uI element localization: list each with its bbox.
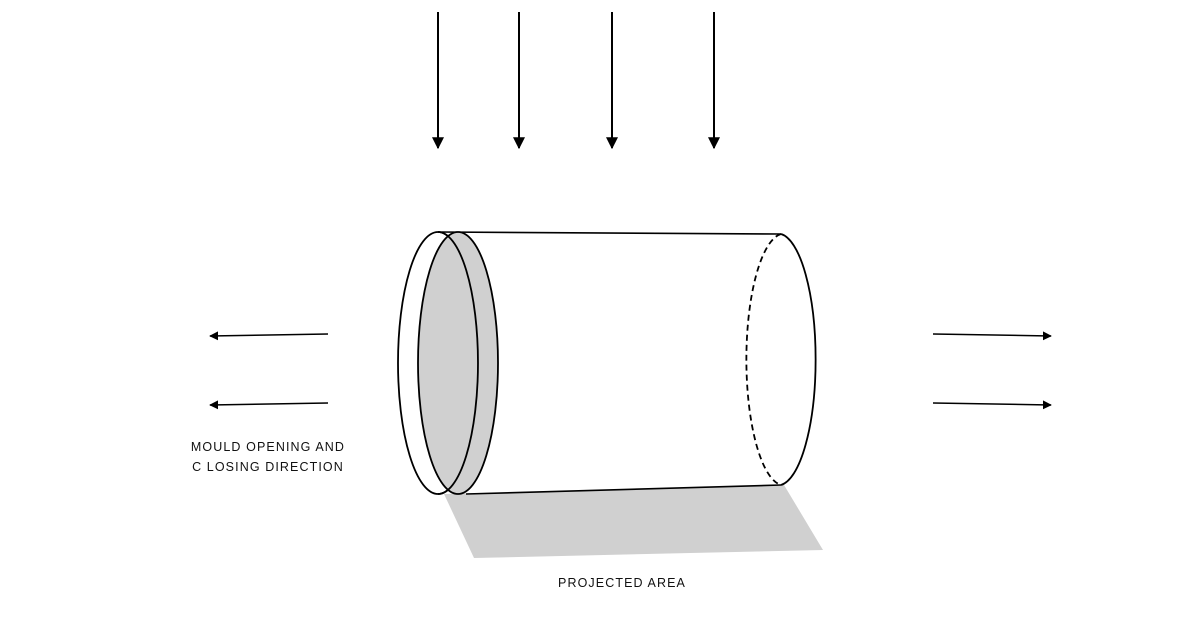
downward-arrows bbox=[432, 12, 720, 150]
right-arrows bbox=[932, 331, 1052, 410]
cylinder-right-end-visible bbox=[780, 233, 817, 486]
cylinder-left-rim-front bbox=[437, 231, 479, 495]
left-arrows bbox=[209, 331, 329, 410]
projected-area-shape bbox=[444, 485, 823, 558]
left-arrow-1 bbox=[209, 331, 329, 341]
cylinder-top-edge bbox=[437, 231, 782, 235]
left-arrow-2 bbox=[209, 400, 329, 410]
cylinder-left-face-shaded bbox=[417, 231, 499, 495]
cylinder bbox=[397, 231, 817, 495]
mould-direction-label-line2: C LOSING DIRECTION bbox=[192, 460, 344, 474]
right-arrow-2 bbox=[932, 400, 1052, 410]
cylinder-bottom-edge bbox=[465, 484, 782, 495]
mould-direction-label: MOULD OPENING AND C LOSING DIRECTION bbox=[168, 437, 368, 477]
cylinder-right-end-hidden bbox=[745, 233, 782, 486]
projected-area-label: PROJECTED AREA bbox=[558, 576, 686, 590]
mould-direction-label-line1: MOULD OPENING AND bbox=[190, 440, 346, 454]
right-arrow-1 bbox=[932, 331, 1052, 341]
